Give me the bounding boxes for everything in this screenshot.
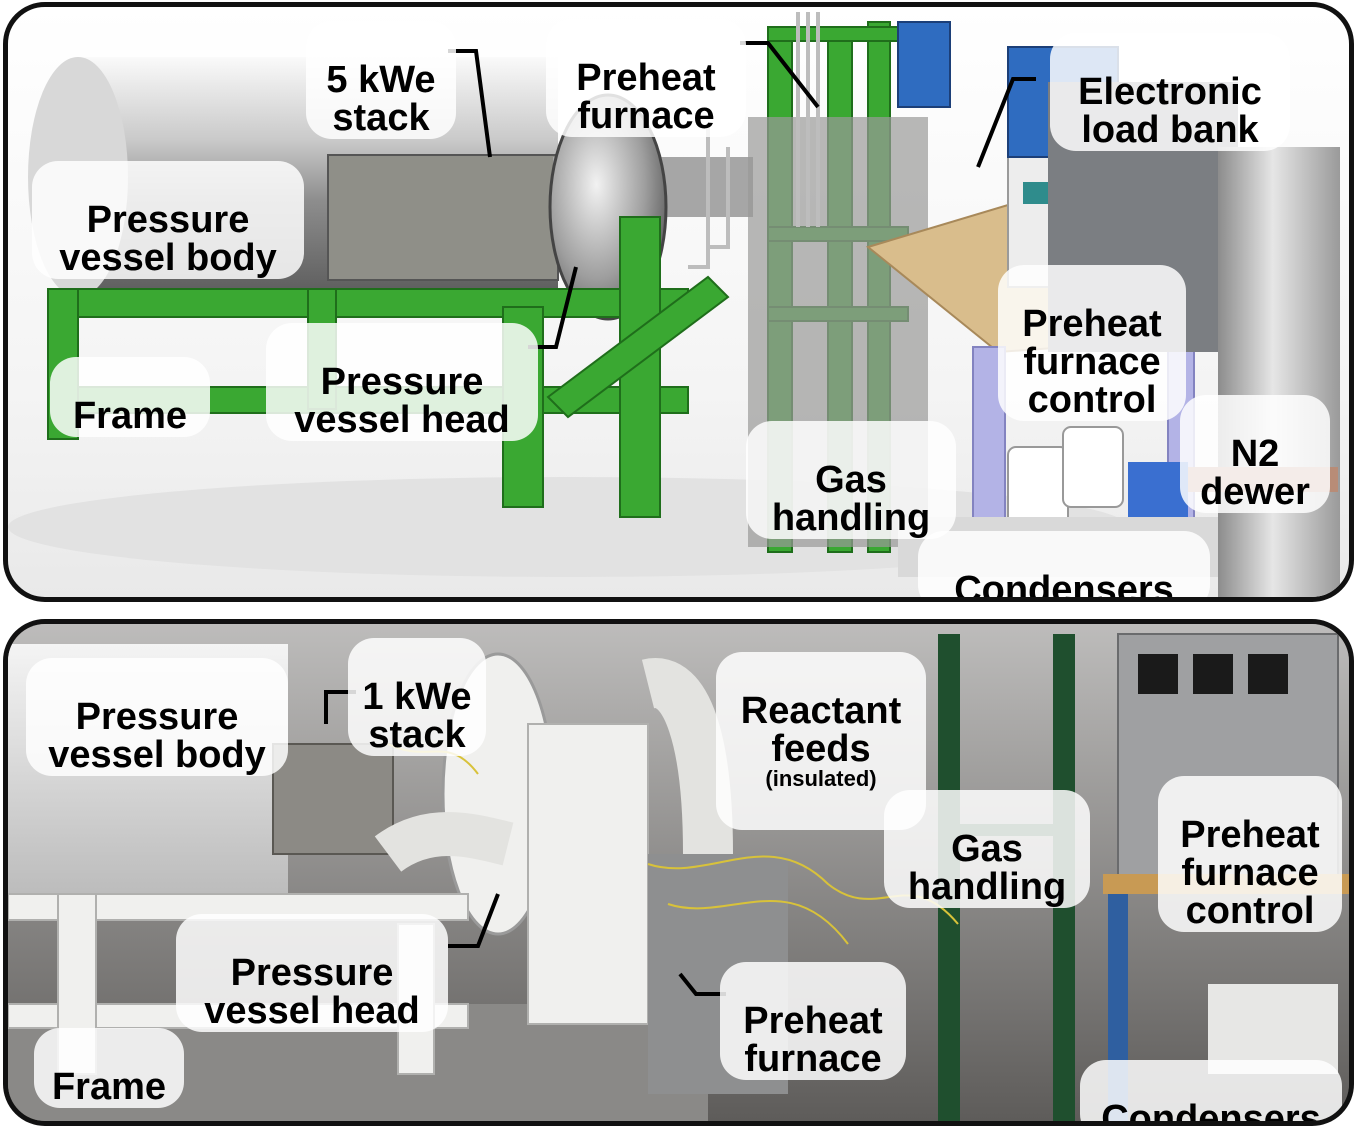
n2-dewer-label: N2 dewer: [1200, 433, 1310, 513]
reactant-feeds-note: (insulated): [765, 766, 877, 791]
label-preheat-furnace-control: Preheat furnace control: [998, 265, 1186, 421]
label-gas-handling: Gas handling: [884, 790, 1090, 908]
label-reactant-feeds: Reactant feeds (insulated): [716, 652, 926, 830]
pressure-vessel-body-label: Pressure vessel body: [59, 199, 277, 279]
pressure-vessel-head-label: Pressure vessel head: [294, 361, 510, 441]
label-1kwe-stack: 1 kWe stack: [348, 638, 486, 756]
leader-lines: [324, 690, 726, 996]
photo-panel: Pressure vessel body 1 kWe stack Reactan…: [3, 619, 1354, 1126]
label-condensers: Condensers: [1080, 1060, 1342, 1126]
label-pressure-vessel-head: Pressure vessel head: [176, 914, 448, 1032]
label-preheat-furnace: Preheat furnace: [720, 962, 906, 1080]
stack-label: 5 kWe stack: [326, 59, 436, 139]
cad-render-panel: 5 kWe stack Preheat furnace Electronic l…: [3, 2, 1354, 602]
label-pressure-vessel-body: Pressure vessel body: [32, 161, 304, 279]
electronic-load-bank-label: Electronic load bank: [1078, 71, 1262, 151]
preheat-furnace-label: Preheat furnace: [743, 1000, 883, 1080]
pressure-vessel-body-label: Pressure vessel body: [48, 696, 266, 776]
gas-handling-label: Gas handling: [771, 459, 931, 539]
label-preheat-furnace: Preheat furnace: [546, 19, 746, 137]
label-electronic-load-bank: Electronic load bank: [1050, 33, 1290, 151]
label-pressure-vessel-body: Pressure vessel body: [26, 658, 288, 776]
condensers-label: Condensers: [1101, 1098, 1321, 1126]
label-frame: Frame: [34, 1028, 184, 1108]
label-preheat-furnace-control: Preheat furnace control: [1158, 776, 1342, 932]
reactant-feeds-label: Reactant feeds: [740, 690, 902, 770]
pressure-vessel-head-label: Pressure vessel head: [204, 952, 420, 1032]
condensers-label: Condensers: [954, 569, 1174, 602]
preheat-furnace-label: Preheat furnace: [576, 57, 716, 137]
label-pressure-vessel-head: Pressure vessel head: [266, 323, 538, 441]
frame-label: Frame: [72, 395, 188, 437]
label-frame: Frame: [50, 357, 210, 437]
gas-handling-label: Gas handling: [907, 828, 1067, 908]
preheat-furnace-control-label: Preheat furnace control: [1180, 814, 1320, 932]
preheat-furnace-control-label: Preheat furnace control: [1022, 303, 1162, 421]
label-gas-handling: Gas handling: [746, 421, 956, 539]
frame-label: Frame: [51, 1066, 167, 1108]
stack-label: 1 kWe stack: [362, 676, 472, 756]
label-n2-dewer: N2 dewer: [1180, 395, 1330, 513]
label-condensers: Condensers: [918, 531, 1210, 602]
label-5kwe-stack: 5 kWe stack: [306, 21, 456, 139]
